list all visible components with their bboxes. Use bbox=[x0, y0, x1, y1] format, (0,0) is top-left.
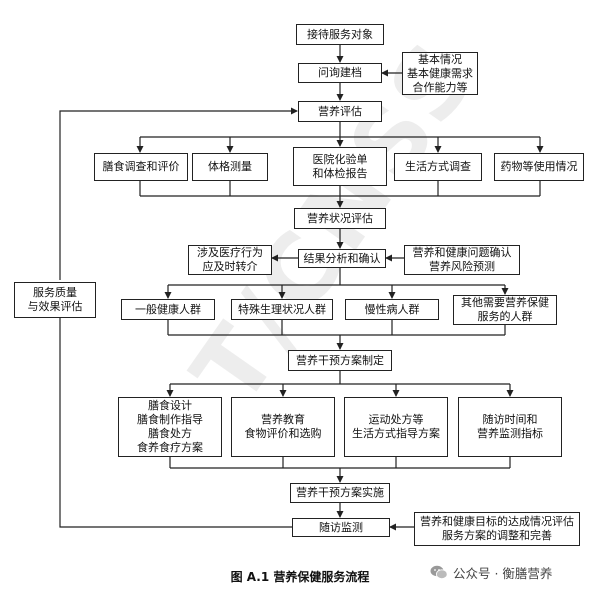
node-status-assessment: 营养状况评估 bbox=[294, 208, 386, 229]
node-problem-confirm: 营养和健康问题确认 营养风险预测 bbox=[404, 245, 520, 275]
node-receive: 接待服务对象 bbox=[296, 24, 384, 45]
node-nutrition-assessment: 营养评估 bbox=[298, 101, 382, 122]
node-special-group: 特殊生理状况人群 bbox=[231, 299, 333, 320]
node-drug-usage: 药物等使用情况 bbox=[494, 153, 584, 181]
feedback-loop-arrow bbox=[59, 318, 292, 528]
node-basic-info: 基本情况 基本健康需求 合作能力等 bbox=[402, 52, 478, 95]
wechat-account-name: 公众号 · 衡膳营养 bbox=[453, 566, 553, 581]
node-exercise-rx: 运动处方等 生活方式指导方案 bbox=[344, 397, 448, 457]
node-meal-design: 膳食设计 膳食制作指导 膳食处方 食养食疗方案 bbox=[118, 397, 222, 457]
node-followup-monitor: 随访监测 bbox=[292, 518, 390, 537]
node-medical-referral: 涉及医疗行为 应及时转介 bbox=[188, 245, 272, 275]
node-chronic-group: 慢性病人群 bbox=[345, 299, 439, 320]
node-diet-survey: 膳食调查和评价 bbox=[94, 153, 188, 181]
node-lifestyle-survey: 生活方式调查 bbox=[394, 153, 482, 181]
node-general-group: 一般健康人群 bbox=[121, 299, 215, 320]
node-followup-index: 随访时间和 营养监测指标 bbox=[458, 397, 562, 457]
node-quality-eval: 服务质量 与效果评估 bbox=[14, 282, 96, 318]
wechat-icon bbox=[430, 565, 448, 579]
node-nutrition-edu: 营养教育 食物评价和选购 bbox=[231, 397, 335, 457]
feedback-loop-arrow-up bbox=[59, 107, 298, 280]
node-result-analysis: 结果分析和确认 bbox=[298, 249, 386, 268]
node-inquiry: 问询建档 bbox=[298, 63, 382, 83]
node-plan-impl: 营养干预方案实施 bbox=[290, 483, 390, 503]
node-goal-eval: 营养和健康目标的达成情况评估 服务方案的调整和完善 bbox=[414, 512, 580, 546]
figure-caption: 图 A.1 营养保健服务流程 bbox=[230, 570, 370, 584]
wechat-account: 公众号 · 衡膳营养 bbox=[430, 563, 552, 582]
node-lab-report: 医院化验单 和体检报告 bbox=[293, 147, 387, 186]
node-plan-making: 营养干预方案制定 bbox=[288, 350, 392, 371]
node-other-group: 其他需要营养保健 服务的人群 bbox=[453, 295, 557, 325]
node-physical-measure: 体格测量 bbox=[192, 153, 268, 181]
